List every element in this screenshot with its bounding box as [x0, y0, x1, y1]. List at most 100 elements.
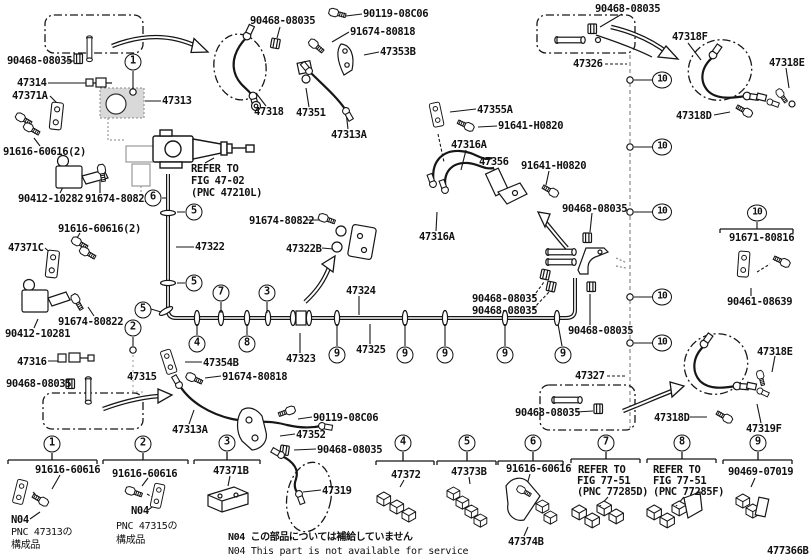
callout-c9-4[interactable]: 9: [496, 346, 514, 364]
callout-c5-tube-lower[interactable]: 5: [185, 274, 203, 292]
label-legend6-47374B[interactable]: 47374B: [508, 536, 544, 548]
label-refer-4702-3[interactable]: (PNC 47210L): [191, 187, 263, 199]
label-91674-80822-upper[interactable]: 91674-80822: [85, 193, 151, 205]
label-47322[interactable]: 47322: [195, 241, 225, 253]
callout-legend-9[interactable]: 9: [749, 434, 767, 452]
label-47315[interactable]: 47315: [127, 371, 157, 383]
callout-c10-1[interactable]: 10: [652, 71, 672, 89]
callout-legend-1[interactable]: 1: [43, 435, 61, 453]
callout-legend-5[interactable]: 5: [458, 434, 476, 452]
label-47355A[interactable]: 47355A: [477, 104, 513, 116]
callout-c6[interactable]: 6: [144, 189, 162, 207]
label-91616-60616-2-lower[interactable]: 91616-60616(2): [58, 223, 141, 235]
label-refer-4702-1[interactable]: REFER TO: [191, 163, 239, 175]
label-91674-80822-lower[interactable]: 91674-80822: [58, 316, 124, 328]
callout-c7[interactable]: 7: [212, 284, 230, 302]
label-legend3-47371B[interactable]: 47371B: [213, 465, 249, 477]
label-47371A[interactable]: 47371A: [12, 90, 48, 102]
callout-c9-1[interactable]: 9: [328, 346, 346, 364]
label-47314[interactable]: 47314: [17, 77, 47, 89]
label-90468-08035-bottom-mid[interactable]: 90468-08035: [317, 444, 383, 456]
callout-legend-4[interactable]: 4: [394, 434, 412, 452]
label-legend6-91616-60616[interactable]: 91616-60616: [506, 463, 572, 475]
label-90468-08035-mid-1[interactable]: 90468-08035: [472, 293, 538, 305]
label-47326[interactable]: 47326: [573, 58, 603, 70]
label-legend1-91616-60616[interactable]: 91616-60616: [35, 464, 101, 476]
label-47371C[interactable]: 47371C: [8, 242, 44, 254]
label-legend8-refer-3[interactable]: (PNC 77285F): [653, 486, 725, 498]
callout-c4[interactable]: 4: [188, 335, 206, 353]
callout-legend-2[interactable]: 2: [134, 435, 152, 453]
label-47353B[interactable]: 47353B: [380, 46, 416, 58]
label-91674-80822-mid[interactable]: 91674-80822: [249, 215, 315, 227]
label-90412-10281[interactable]: 90412-10281: [5, 328, 71, 340]
callout-c10-3[interactable]: 10: [652, 203, 672, 221]
label-90468-08035-box-right[interactable]: 90468-08035: [515, 407, 581, 419]
label-47352[interactable]: 47352: [296, 429, 326, 441]
label-refer-4702-2[interactable]: FIG 47-02: [191, 175, 245, 187]
label-legend5-47373B[interactable]: 47373B: [451, 466, 487, 478]
label-47318F[interactable]: 47318F: [672, 31, 708, 43]
label-90468-08035-top-left[interactable]: 90468-08035: [7, 55, 73, 67]
label-47356[interactable]: 47356: [479, 156, 509, 168]
label-90461-08639[interactable]: 90461-08639: [727, 296, 793, 308]
label-90468-08035-top-mid[interactable]: 90468-08035: [250, 15, 316, 27]
callout-c8[interactable]: 8: [238, 335, 256, 353]
callout-c5-bend[interactable]: 5: [134, 301, 152, 319]
label-legend4-47372[interactable]: 47372: [391, 469, 421, 481]
callout-c10-4[interactable]: 10: [652, 288, 672, 306]
callout-c2[interactable]: 2: [124, 319, 142, 337]
label-47354B[interactable]: 47354B: [203, 357, 239, 369]
label-47319F[interactable]: 47319F: [746, 423, 782, 435]
label-47316A-lower[interactable]: 47316A: [419, 231, 455, 243]
label-47313[interactable]: 47313: [162, 95, 192, 107]
label-47351[interactable]: 47351: [296, 107, 326, 119]
label-47324[interactable]: 47324: [346, 285, 376, 297]
label-legend7-refer-3[interactable]: (PNC 77285D): [577, 486, 649, 498]
label-47313A-top[interactable]: 47313A: [331, 129, 367, 141]
label-91674-80818-bottom[interactable]: 91674-80818: [222, 371, 288, 383]
label-47313A-bottom[interactable]: 47313A: [172, 424, 208, 436]
callout-c10-2[interactable]: 10: [652, 138, 672, 156]
label-47318[interactable]: 47318: [254, 106, 284, 118]
label-47318D-top[interactable]: 47318D: [676, 110, 712, 122]
label-47323[interactable]: 47323: [286, 353, 316, 365]
callout-c1[interactable]: 1: [124, 53, 142, 71]
label-90119-08C06-bottom[interactable]: 90119-08C06: [313, 412, 379, 424]
callout-legend-7[interactable]: 7: [597, 434, 615, 452]
label-47319[interactable]: 47319: [322, 485, 352, 497]
callout-c10-5[interactable]: 10: [652, 334, 672, 352]
label-47316A-upper[interactable]: 47316A: [451, 139, 487, 151]
callout-legend-8[interactable]: 8: [673, 434, 691, 452]
label-90119-08C06-top[interactable]: 90119-08C06: [363, 8, 429, 20]
label-90468-08035-mid-3[interactable]: 90468-08035: [568, 325, 634, 337]
callout-legend-3[interactable]: 3: [218, 434, 236, 452]
label-91616-60616-2-upper[interactable]: 91616-60616(2): [3, 146, 86, 158]
label-90468-08035-top-right[interactable]: 90468-08035: [595, 3, 661, 15]
label-90468-08035-mid-2[interactable]: 90468-08035: [472, 305, 538, 317]
label-91674-80818-top[interactable]: 91674-80818: [350, 26, 416, 38]
label-47318D-bottom[interactable]: 47318D: [654, 412, 690, 424]
label-47316[interactable]: 47316: [17, 356, 47, 368]
label-47318E-bottom[interactable]: 47318E: [757, 346, 793, 358]
label-91671-80816[interactable]: 91671-80816: [729, 232, 795, 244]
label-legend7-refer-2[interactable]: FIG 77-51: [577, 475, 631, 487]
label-91641-H0820-lower[interactable]: 91641-H0820: [521, 160, 587, 172]
label-90468-08035-mid-right[interactable]: 90468-08035: [562, 203, 628, 215]
label-91641-H0820-upper[interactable]: 91641-H0820: [498, 120, 564, 132]
label-47327[interactable]: 47327: [575, 370, 605, 382]
callout-legend-6[interactable]: 6: [524, 434, 542, 452]
callout-c9-3[interactable]: 9: [436, 346, 454, 364]
label-legend7-refer-1[interactable]: REFER TO: [578, 464, 626, 476]
label-legend9-90469-07019[interactable]: 90469-07019: [728, 466, 794, 478]
callout-c9-2[interactable]: 9: [396, 346, 414, 364]
callout-c5-tube-upper[interactable]: 5: [185, 203, 203, 221]
label-47318E-top[interactable]: 47318E: [769, 57, 805, 69]
label-47322B[interactable]: 47322B: [286, 243, 322, 255]
label-90412-10282[interactable]: 90412-10282: [18, 193, 84, 205]
label-legend8-refer-1[interactable]: REFER TO: [653, 464, 701, 476]
callout-c10-legend[interactable]: 10: [747, 204, 767, 222]
label-legend2-91616-60616[interactable]: 91616-60616: [112, 468, 178, 480]
label-47325[interactable]: 47325: [356, 344, 386, 356]
label-90468-08035-bottom-left[interactable]: 90468-08035: [6, 378, 72, 390]
